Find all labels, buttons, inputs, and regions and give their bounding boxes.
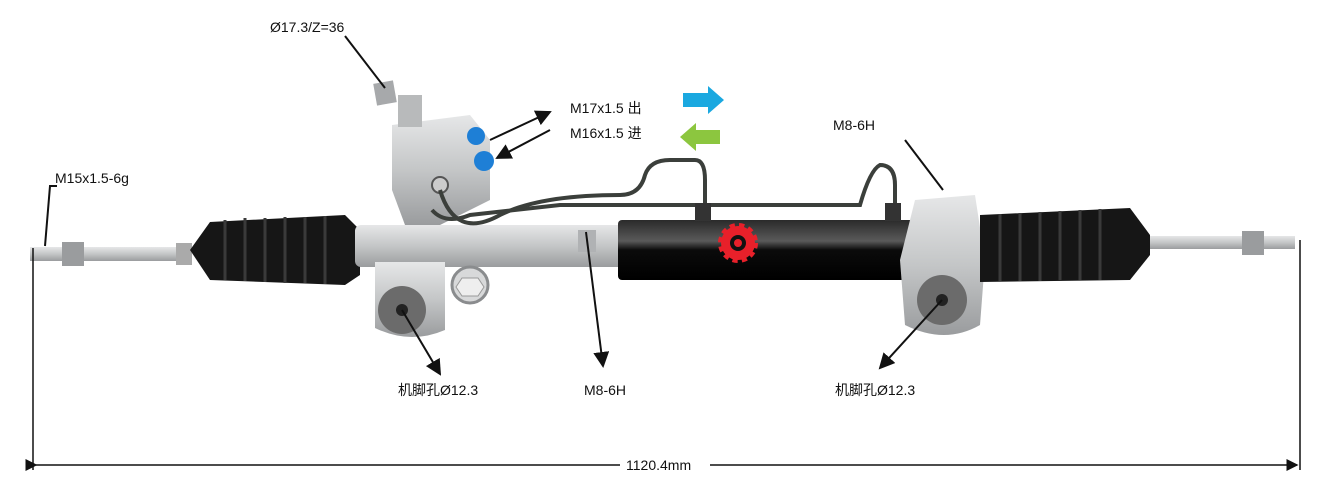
dimension-line <box>25 240 1301 471</box>
input-shaft-label: Ø17.3/Z=36 <box>270 19 345 35</box>
middle-thread-label: M8-6H <box>584 382 627 398</box>
leader-lines <box>44 35 944 376</box>
outlet-arrow-icon <box>683 86 724 114</box>
gear-logo <box>718 223 758 263</box>
hydraulic-pipes <box>430 158 897 226</box>
inlet-arrow-icon <box>680 123 720 151</box>
rack-housing <box>355 225 625 338</box>
right-mount-hole-label: 机脚孔Ø12.3 <box>835 382 916 398</box>
right-mount <box>900 195 985 335</box>
overall-length-label: 1120.4mm <box>626 457 692 473</box>
right-tie-rod <box>1150 231 1295 255</box>
left-mount-hole-label: 机脚孔Ø12.3 <box>398 382 479 398</box>
right-bracket-thread-label: M8-6H <box>833 117 876 133</box>
left-boot <box>190 215 360 285</box>
outlet-port-label: M17x1.5 出 <box>570 100 642 116</box>
left-tie-rod-thread-label: M15x1.5-6g <box>55 170 129 186</box>
right-boot <box>980 208 1150 282</box>
left-tie-rod <box>30 242 192 266</box>
power-cylinder <box>618 203 933 280</box>
valve-body <box>373 80 494 225</box>
inlet-port-label: M16x1.5 进 <box>570 125 642 141</box>
